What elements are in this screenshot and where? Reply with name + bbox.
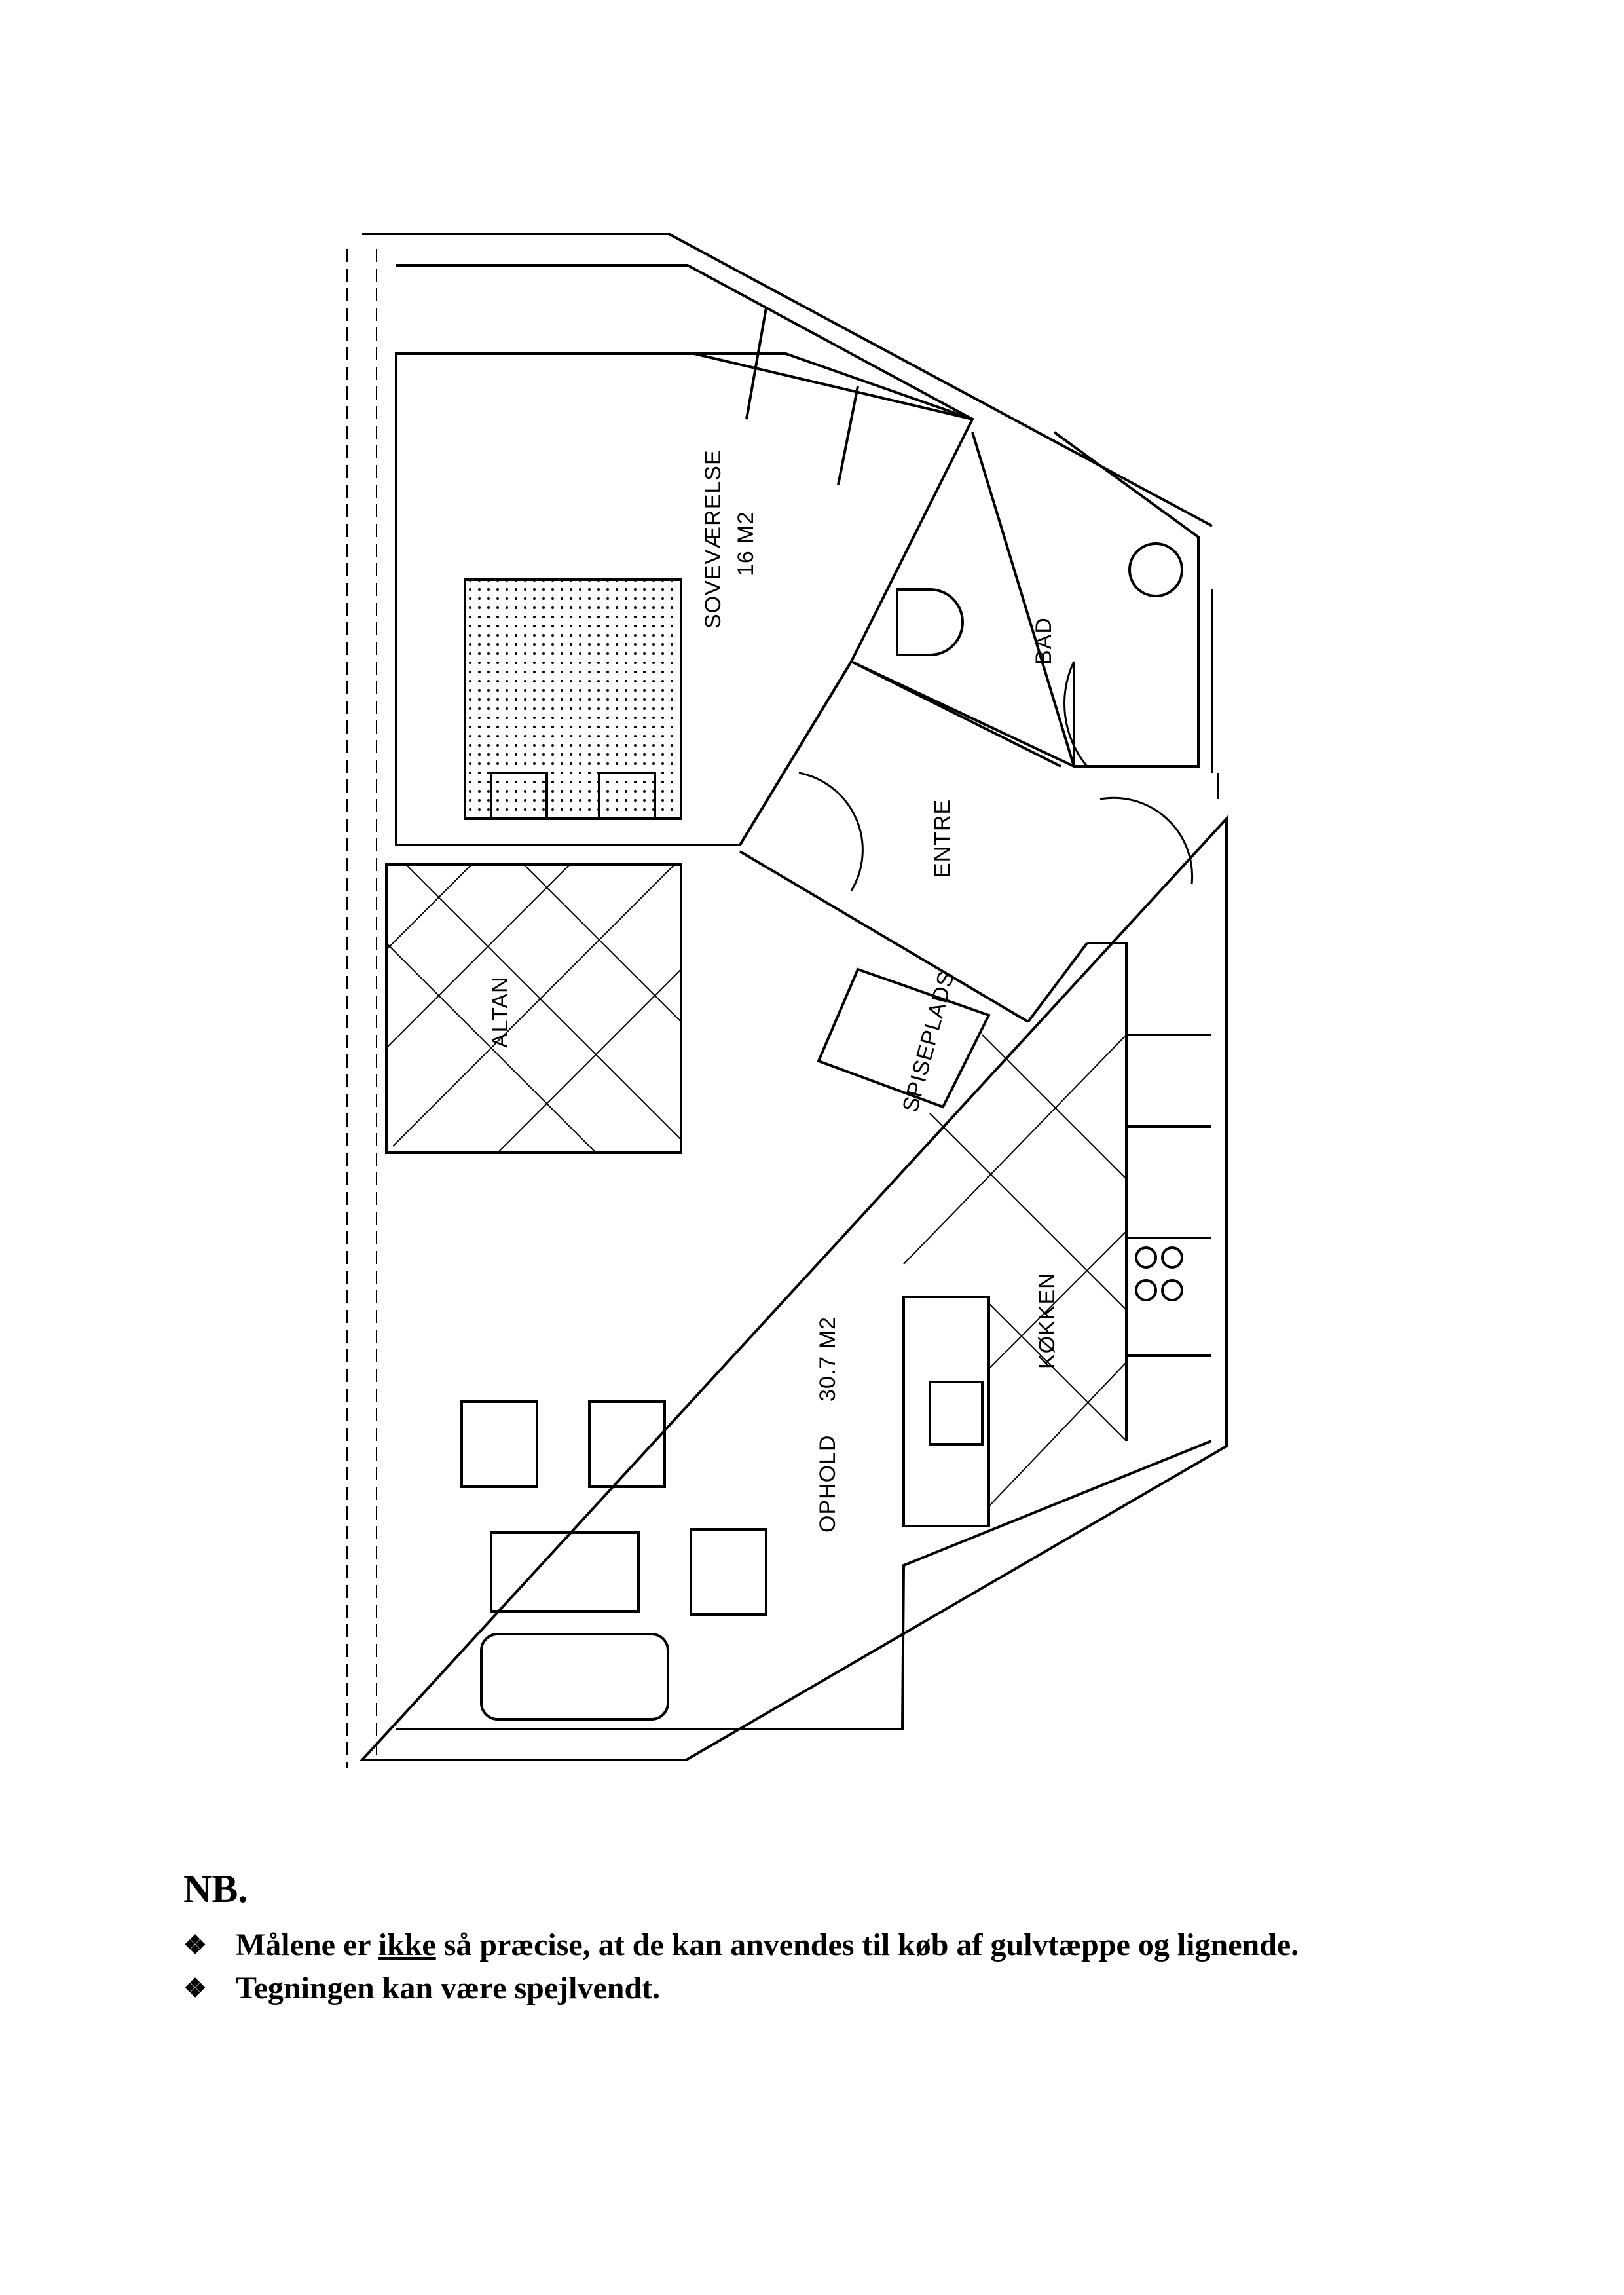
kitchen-counter bbox=[1087, 942, 1211, 1441]
notes-heading: NB. bbox=[183, 1867, 248, 1911]
bedroom-label: SOVEVÆRELSE bbox=[701, 449, 726, 629]
bed bbox=[464, 578, 682, 820]
wardrobe bbox=[694, 307, 973, 485]
armchair bbox=[690, 1528, 767, 1616]
outer-wall-inner bbox=[396, 264, 1219, 1730]
note-text-part: Målene er bbox=[236, 1928, 378, 1962]
armchair bbox=[460, 1400, 538, 1488]
note-text: Tegningen kan være spejlvendt. bbox=[236, 1971, 661, 2006]
note-text-part: så præcise, at de kan anvendes til køb a… bbox=[435, 1928, 1299, 1962]
balcony bbox=[385, 863, 682, 1154]
kitchen-island bbox=[902, 1296, 990, 1527]
bath-walls bbox=[851, 432, 1075, 768]
bedroom-area: 16 M2 bbox=[733, 512, 758, 577]
diamond-bullet-icon: ❖ bbox=[183, 1930, 207, 1960]
sofa bbox=[480, 1633, 669, 1721]
diamond-bullet-icon: ❖ bbox=[183, 1973, 207, 2003]
living-label: OPHOLD bbox=[815, 1434, 840, 1533]
entry-walls bbox=[739, 660, 1088, 1023]
note-emphasis: ikke bbox=[378, 1928, 436, 1962]
note-text: Målene er ikke så præcise, at de kan anv… bbox=[236, 1924, 1299, 1967]
kitchen-label: KØKKEN bbox=[1035, 1272, 1060, 1369]
entry-label: ENTRE bbox=[930, 799, 955, 878]
notes: NB. ❖ Målene er ikke så præcise, at de k… bbox=[183, 1867, 1299, 2010]
note-item: ❖ Målene er ikke så præcise, at de kan a… bbox=[183, 1924, 1299, 1967]
note-item: ❖ Tegningen kan være spejlvendt. bbox=[183, 1967, 1299, 2010]
dining-table bbox=[817, 967, 991, 1109]
outer-wall bbox=[359, 233, 1228, 1761]
armchair bbox=[588, 1400, 666, 1488]
coffee-table bbox=[490, 1531, 640, 1613]
living-area: 30.7 M2 bbox=[815, 1316, 840, 1402]
balcony-label: ALTAN bbox=[488, 976, 513, 1048]
bath-label: BAD bbox=[1031, 617, 1056, 665]
